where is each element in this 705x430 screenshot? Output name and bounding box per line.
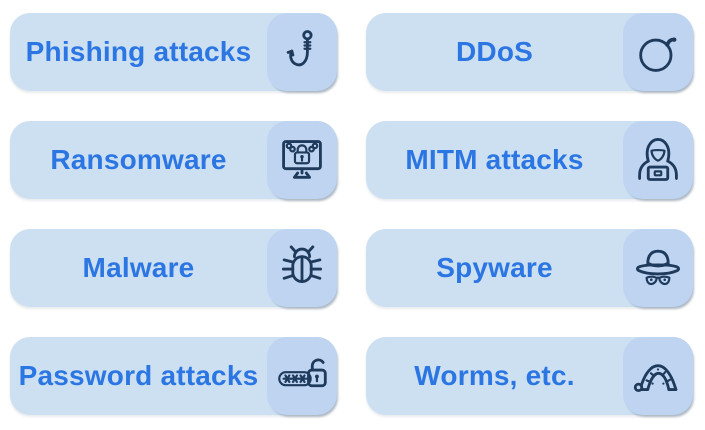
spy-icon: [623, 229, 693, 307]
fish-hook-icon: [267, 13, 337, 91]
card-mitm-attacks: MITM attacks: [366, 121, 693, 199]
card-label: Spyware: [436, 252, 553, 283]
card-label: MITM attacks: [405, 144, 584, 175]
card-phishing-attacks: Phishing attacks: [10, 13, 337, 91]
bug-icon: [267, 229, 337, 307]
card-label: Password attacks: [18, 360, 259, 391]
card-label: Phishing attacks: [25, 36, 252, 67]
locked-monitor-icon: [267, 121, 337, 199]
bomb-icon: [623, 13, 693, 91]
card-worms: Worms, etc.: [366, 337, 693, 415]
card-ransomware: Ransomware: [10, 121, 337, 199]
card-label: Worms, etc.: [414, 360, 575, 391]
card-ddos: DDoS: [366, 13, 693, 91]
card-label: Ransomware: [50, 144, 227, 175]
worm-icon: [623, 337, 693, 415]
card-malware: Malware: [10, 229, 337, 307]
password-lock-icon: [267, 337, 337, 415]
card-password-attacks: Password attacks: [10, 337, 337, 415]
hacker-laptop-icon: [623, 121, 693, 199]
card-label: DDoS: [455, 36, 534, 67]
card-spyware: Spyware: [366, 229, 693, 307]
card-label: Malware: [82, 252, 195, 283]
